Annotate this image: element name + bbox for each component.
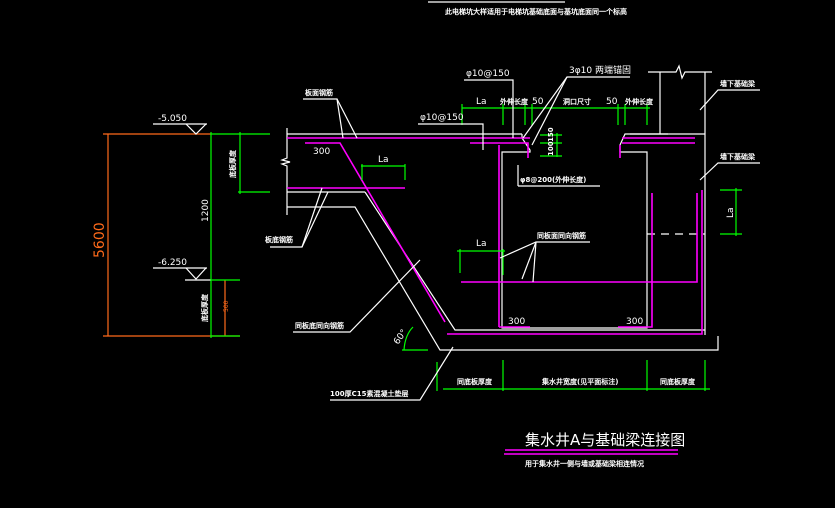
- width-300-slab: 300: [313, 147, 330, 157]
- la-label-top: La: [476, 97, 487, 107]
- h100-label: 100: [547, 141, 555, 156]
- extension-label-1: 外伸长度: [500, 97, 529, 106]
- opening-size-label: 洞口尺寸: [563, 97, 591, 106]
- la-label-pit: La: [476, 239, 487, 249]
- cushion-label: 100厚C15素混凝土垫层: [330, 389, 409, 398]
- top-note: 此电梯坑大样适用于电梯坑基础底面与基坑底面同一个标高: [445, 7, 627, 16]
- depth-label: 1200: [201, 199, 211, 222]
- slab-bottom-bar-label: 板底钢筋: [265, 235, 293, 244]
- rebar: [287, 137, 703, 335]
- gap-label-1: 50: [532, 97, 544, 107]
- slab-top-bar-label: 板面钢筋: [305, 88, 333, 97]
- bottom-dim-left: 同底板厚度: [457, 377, 493, 386]
- width-300-left: 300: [508, 317, 525, 327]
- depth-dimension: 1200 底板厚度 底板厚度: [200, 132, 270, 338]
- angle-label: 60°: [392, 328, 409, 347]
- la-label-right: La: [726, 207, 736, 218]
- width-300-right: 300: [626, 317, 643, 327]
- small-dim-label: 500: [223, 300, 230, 312]
- bottom-dim-mid: 集水井宽度(见平面标注): [541, 377, 618, 386]
- elevation-top: -5.050: [153, 114, 207, 135]
- drawing-title: 集水井A与基础梁连接图: [525, 431, 685, 449]
- stirrup-label: φ8@200(外伸长度): [520, 175, 586, 184]
- la-label-slab: La: [378, 155, 389, 165]
- beam-label-2: 墙下基础梁: [720, 152, 756, 161]
- leaders: 板面钢筋 φ10@150 φ10@150 3φ10 两端锚固 φ8@200(外伸…: [265, 64, 760, 401]
- bar-top-label: φ10@150: [466, 69, 510, 79]
- beam-label-1: 墙下基础梁: [720, 79, 756, 88]
- drawing-subtitle: 用于集水井一侧与墙或基础梁相连情况: [525, 459, 644, 468]
- slab-thickness-bottom: 底板厚度: [200, 293, 209, 322]
- top-dimension: La 外伸长度 50 洞口尺寸 50 外伸长度 150 100 La La La…: [361, 97, 742, 391]
- extension-label-2: 外伸长度: [625, 97, 654, 106]
- same-face-bar-label: 同板面同向钢筋: [537, 231, 586, 240]
- total-depth-label: 5600: [92, 222, 108, 258]
- h150-label: 150: [547, 127, 555, 142]
- slab-thickness-top: 底板厚度: [228, 149, 237, 178]
- elevation-top-label: -5.050: [158, 114, 187, 124]
- bottom-dim-right: 同底板厚度: [660, 377, 696, 386]
- added-bar-label: 3φ10 两端锚固: [569, 64, 631, 76]
- same-bottom-bar-label: 同板底同向钢筋: [295, 321, 344, 330]
- bar-top2-label: φ10@150: [420, 113, 464, 123]
- overall-dimension: 5600 500: [92, 133, 240, 337]
- gap-label-2: 50: [606, 97, 618, 107]
- elevation-bottom-label: -6.250: [158, 258, 187, 268]
- elevation-bottom: -6.250: [153, 258, 211, 281]
